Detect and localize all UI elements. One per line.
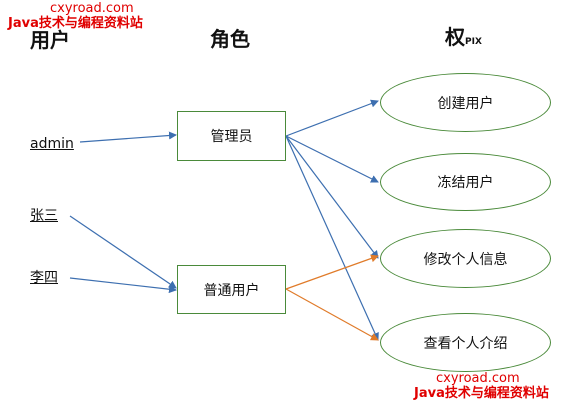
role-normal-user: 普通用户 [177, 265, 286, 314]
header-roles: 角色 [210, 27, 250, 51]
user-zhangsan: 张三 [30, 208, 58, 224]
watermark-top-url: cxyroad.com [50, 1, 134, 16]
edge-user-role-to-view [285, 288, 379, 341]
watermark-top-title: Java技术与编程资料站 [8, 16, 143, 31]
edge-admin-to-admin-role [79, 131, 177, 143]
user-admin: admin [30, 136, 74, 152]
edge-zhangsan-to-user-role [69, 215, 177, 289]
role-admin: 管理员 [177, 111, 286, 161]
header-users: 用户 [30, 28, 70, 52]
watermark-bottom-title: Java技术与编程资料站 [414, 386, 549, 401]
edge-admin-role-to-freeze [285, 135, 379, 183]
watermark-bottom-url: cxyroad.com [436, 371, 520, 386]
edge-user-role-to-edit [285, 254, 379, 290]
edge-admin-role-to-edit [285, 135, 379, 259]
permission-create-user: 创建用户 [380, 73, 551, 132]
header-permissions: 权PIX [445, 27, 482, 52]
user-lisi: 李四 [30, 270, 58, 286]
edge-lisi-to-user-role [69, 277, 177, 294]
permission-freeze-user: 冻结用户 [380, 153, 551, 211]
edge-admin-role-to-view [285, 135, 379, 341]
header-permissions-sub: PIX [465, 37, 482, 47]
permission-view-profile: 查看个人介绍 [380, 313, 551, 372]
edge-admin-role-to-create [285, 99, 379, 137]
permission-edit-profile: 修改个人信息 [380, 229, 551, 288]
header-permissions-char: 权 [445, 25, 465, 49]
